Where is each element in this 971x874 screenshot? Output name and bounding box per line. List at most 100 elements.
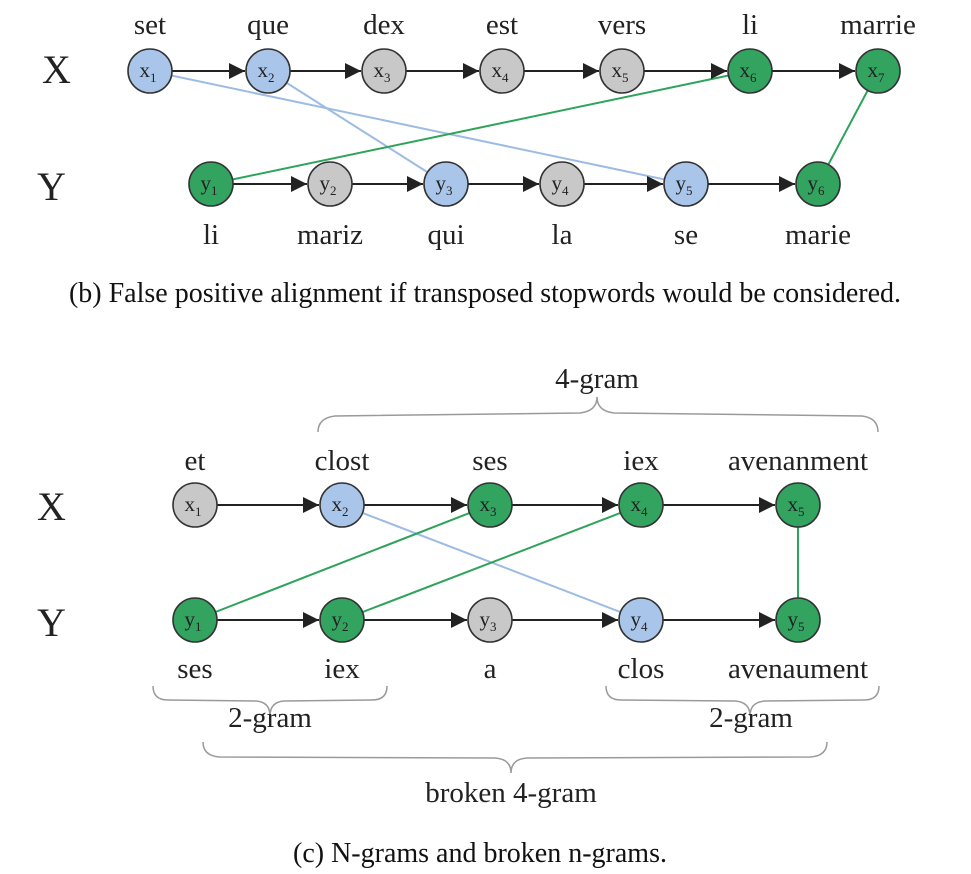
node-y2: y2	[319, 597, 365, 643]
word-x5: avenanment	[728, 445, 868, 477]
node-y5-label: y5	[788, 607, 805, 634]
node-x6-circle	[727, 48, 773, 94]
node-y1-circle	[188, 161, 234, 207]
node-subscript: 2	[342, 504, 349, 519]
node-letter: x	[868, 58, 879, 82]
node-x4-label: x4	[631, 492, 649, 519]
node-y3-label: y3	[436, 171, 453, 198]
node-y2-circle	[307, 161, 353, 207]
node-x4: x4	[618, 482, 664, 528]
node-y4-circle	[618, 597, 664, 643]
node-subscript: 3	[446, 183, 453, 198]
node-x5-label: x5	[612, 58, 629, 85]
node-x1: x1	[172, 482, 218, 528]
right-2gram-brace	[605, 685, 880, 717]
node-y4: y4	[539, 161, 585, 207]
node-letter: y	[676, 171, 687, 195]
panel-c-sequence-edges	[217, 497, 775, 628]
node-x4-circle	[618, 482, 664, 528]
node-letter: y	[436, 171, 447, 195]
word-y5: se	[674, 219, 698, 251]
node-letter: y	[788, 607, 799, 631]
alignment-line-x2-y3	[267, 70, 447, 185]
node-letter: y	[480, 607, 491, 631]
node-x3-label: x3	[480, 492, 497, 519]
node-letter: x	[185, 492, 196, 516]
node-y6-label: y6	[808, 171, 826, 198]
node-x7-label: x7	[868, 58, 886, 85]
node-x5: x5	[599, 48, 645, 94]
word-y5: avenaument	[728, 653, 868, 685]
node-letter: x	[492, 58, 503, 82]
node-x4-label: x4	[492, 58, 510, 85]
node-subscript: 2	[342, 619, 349, 634]
node-subscript: 3	[384, 70, 391, 85]
node-y1-label: y1	[185, 607, 202, 634]
word-y6: marie	[785, 219, 851, 251]
node-x3-circle	[467, 482, 513, 528]
node-letter: y	[552, 171, 563, 195]
alignment-line-x6-y1	[210, 70, 751, 185]
node-y2-label: y2	[320, 171, 337, 198]
node-subscript: 4	[641, 619, 648, 634]
node-y5: y5	[775, 597, 821, 643]
word-x5: vers	[598, 9, 646, 41]
node-letter: y	[631, 607, 642, 631]
node-x2: x2	[319, 482, 365, 528]
node-x3: x3	[361, 48, 407, 94]
node-subscript: 4	[562, 183, 569, 198]
word-y1: li	[203, 219, 219, 251]
word-y3: qui	[427, 219, 464, 251]
node-letter: x	[612, 58, 623, 82]
node-y5-label: y5	[676, 171, 693, 198]
node-x3-label: x3	[374, 58, 391, 85]
top-4gram-brace	[317, 396, 879, 433]
alignment-line-x4-y2	[341, 504, 642, 621]
node-letter: x	[140, 58, 151, 82]
left-2gram-label: 2-gram	[228, 702, 312, 734]
node-y2: y2	[307, 161, 353, 207]
node-letter: x	[480, 492, 491, 516]
node-subscript: 3	[490, 619, 497, 634]
node-y4-label: y4	[552, 171, 570, 198]
node-y3: y3	[423, 161, 469, 207]
word-y1: ses	[177, 653, 212, 685]
node-letter: x	[631, 492, 642, 516]
node-y1: y1	[172, 597, 218, 643]
node-x4-circle	[479, 48, 525, 94]
node-x1-label: x1	[140, 58, 157, 85]
panel-c-row-x-label: X	[37, 484, 66, 529]
node-y5: y5	[663, 161, 709, 207]
right-2gram-label: 2-gram	[709, 702, 793, 734]
node-letter: y	[185, 607, 196, 631]
alignment-line-x1-y5	[149, 70, 687, 185]
left-2gram-brace	[152, 685, 388, 717]
node-subscript: 5	[798, 504, 805, 519]
node-y3-circle	[423, 161, 469, 207]
node-y6-circle	[795, 161, 841, 207]
node-letter: y	[320, 171, 331, 195]
node-y4-label: y4	[631, 607, 649, 634]
node-subscript: 7	[878, 70, 885, 85]
node-subscript: 5	[798, 619, 805, 634]
node-y6: y6	[795, 161, 841, 207]
node-x6: x6	[727, 48, 773, 94]
node-x1-label: x1	[185, 492, 202, 519]
word-y2: mariz	[297, 219, 363, 251]
node-y5-circle	[663, 161, 709, 207]
node-y2-circle	[319, 597, 365, 643]
node-letter: y	[332, 607, 343, 631]
node-x2-label: x2	[332, 492, 349, 519]
node-x1: x1	[127, 48, 173, 94]
node-subscript: 6	[818, 183, 825, 198]
panel-b-row-x-label: X	[42, 47, 71, 92]
word-x4: iex	[623, 445, 659, 477]
panel-b-sequence-edges	[172, 63, 855, 192]
panel-b-caption: (b) False positive alignment if transpos…	[69, 278, 901, 309]
node-x2-circle	[245, 48, 291, 94]
node-y5-circle	[775, 597, 821, 643]
